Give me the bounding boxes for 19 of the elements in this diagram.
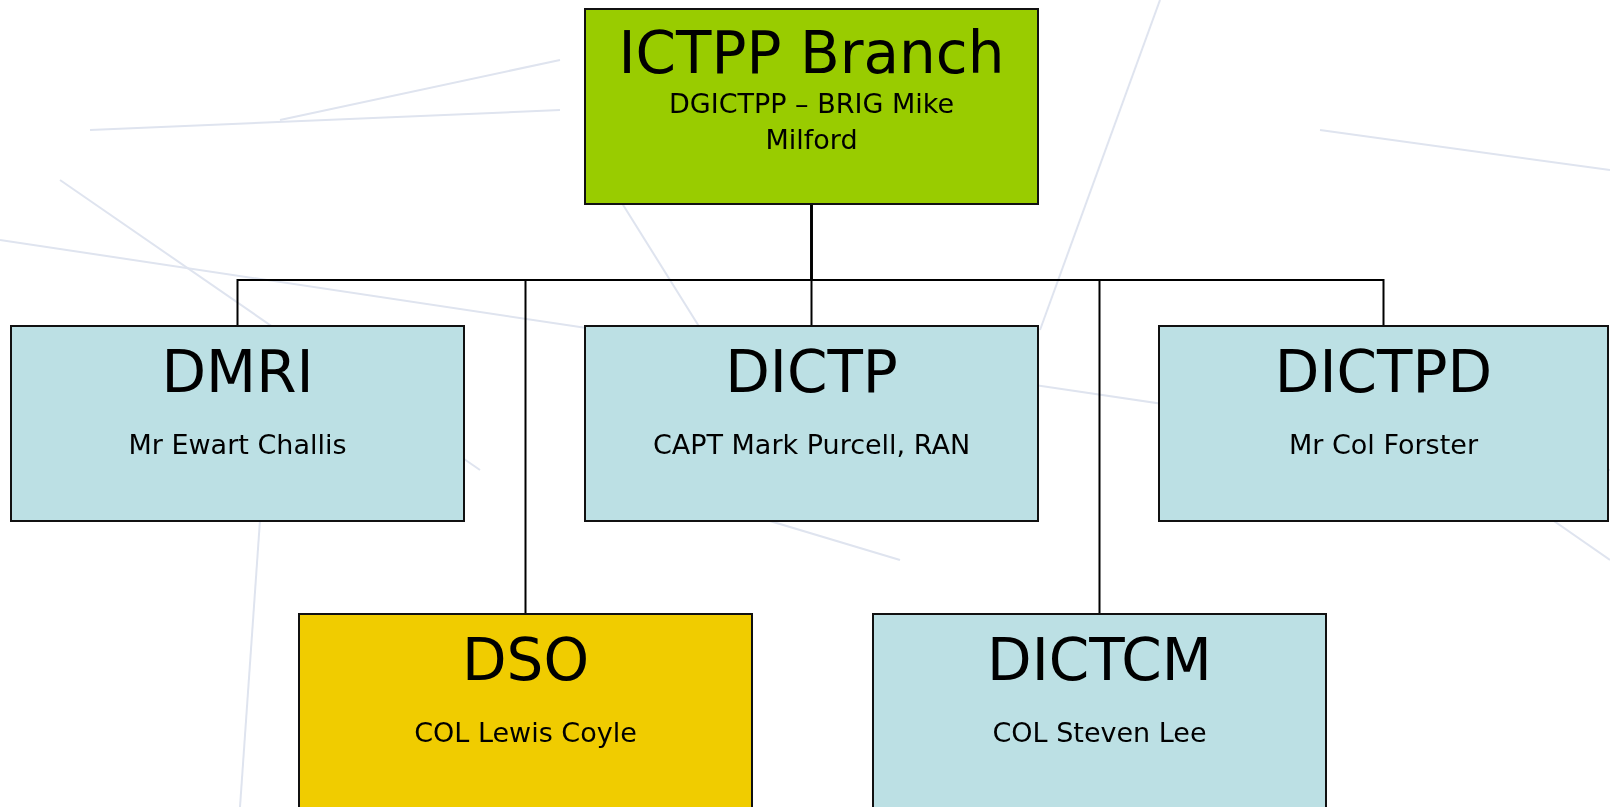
org-box [584,8,1039,205]
connector-line [810,204,1385,326]
person-name: CAPT Mark Purcell, RAN [652,427,971,462]
org-box [10,325,465,522]
org-box [872,613,1327,807]
unit-title: DICTCM [987,629,1212,693]
org-box [1158,325,1609,522]
person-name: COL Steven Lee [992,715,1207,750]
unit-title: ICTPP Branch [618,22,1005,86]
person-name: Mr Ewart Challis [128,427,347,462]
unit-title: DSO [461,629,590,693]
unit-title: DICTP [725,341,898,405]
org-box [584,325,1039,522]
person-name: Mr Col Forster [1289,427,1478,462]
unit-title: DICTPD [1274,341,1493,405]
person-name: COL Lewis Coyle [414,715,637,750]
unit-title: DMRI [161,341,314,405]
org-box [298,613,753,807]
person-name: DGICTPP – BRIG Mike Milford [667,86,956,158]
